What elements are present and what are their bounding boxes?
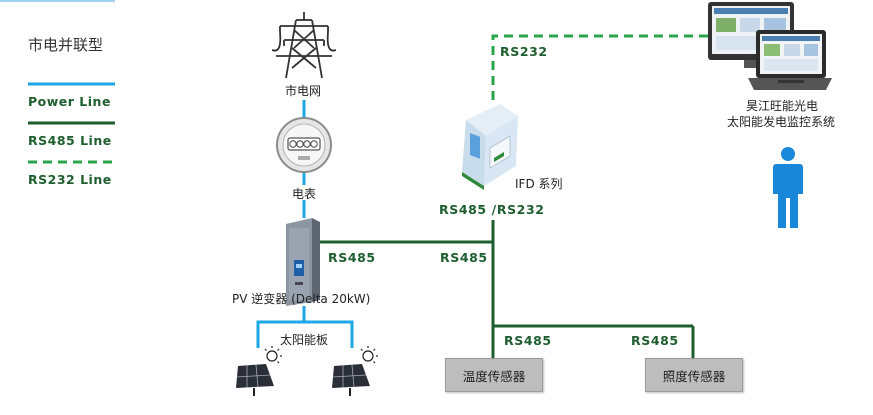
legend-rs232-label: RS232 Line: [28, 172, 112, 187]
monitor-label-line2: 太阳能发电监控系统: [727, 115, 836, 129]
solar-panel-right-icon: [332, 346, 378, 396]
electric-meter-icon: [276, 117, 332, 173]
power-panel-branch: [256, 320, 354, 348]
solar-panel-label: 太阳能板: [280, 333, 329, 347]
solar-panel-left-icon: [236, 346, 282, 396]
rs485-rs232-label: RS485 /RS232: [439, 202, 545, 217]
monitor-computer-icon: [708, 2, 832, 90]
rs485-light-label: RS485: [631, 333, 679, 348]
temperature-sensor-box: 温度传感器: [445, 358, 543, 392]
converter-icon: [462, 104, 518, 190]
grid-label: 市电网: [285, 84, 322, 98]
illuminance-sensor-box: 照度传感器: [645, 358, 743, 392]
legend-title: 市电并联型: [28, 36, 104, 54]
legend-rs485-label: RS485 Line: [28, 133, 112, 148]
rs232-link: [491, 34, 712, 100]
operator-person-icon: [773, 147, 803, 228]
legend-power-label: Power Line: [28, 94, 111, 109]
monitor-label-line1: 昊江旺能光电: [746, 99, 819, 113]
converter-label: IFD 系列: [515, 177, 563, 191]
rs485-trunk-label: RS485: [440, 250, 488, 265]
meter-label: 电表: [292, 187, 317, 201]
rs485-temp-label: RS485: [504, 333, 552, 348]
rs232-label: RS232: [500, 44, 548, 59]
inverter-label: PV 逆变器 (Delta 20kW): [232, 292, 371, 306]
rs485-inverter-label: RS485: [328, 250, 376, 265]
power-tower-icon: [272, 12, 336, 79]
inverter-icon: [286, 218, 320, 306]
